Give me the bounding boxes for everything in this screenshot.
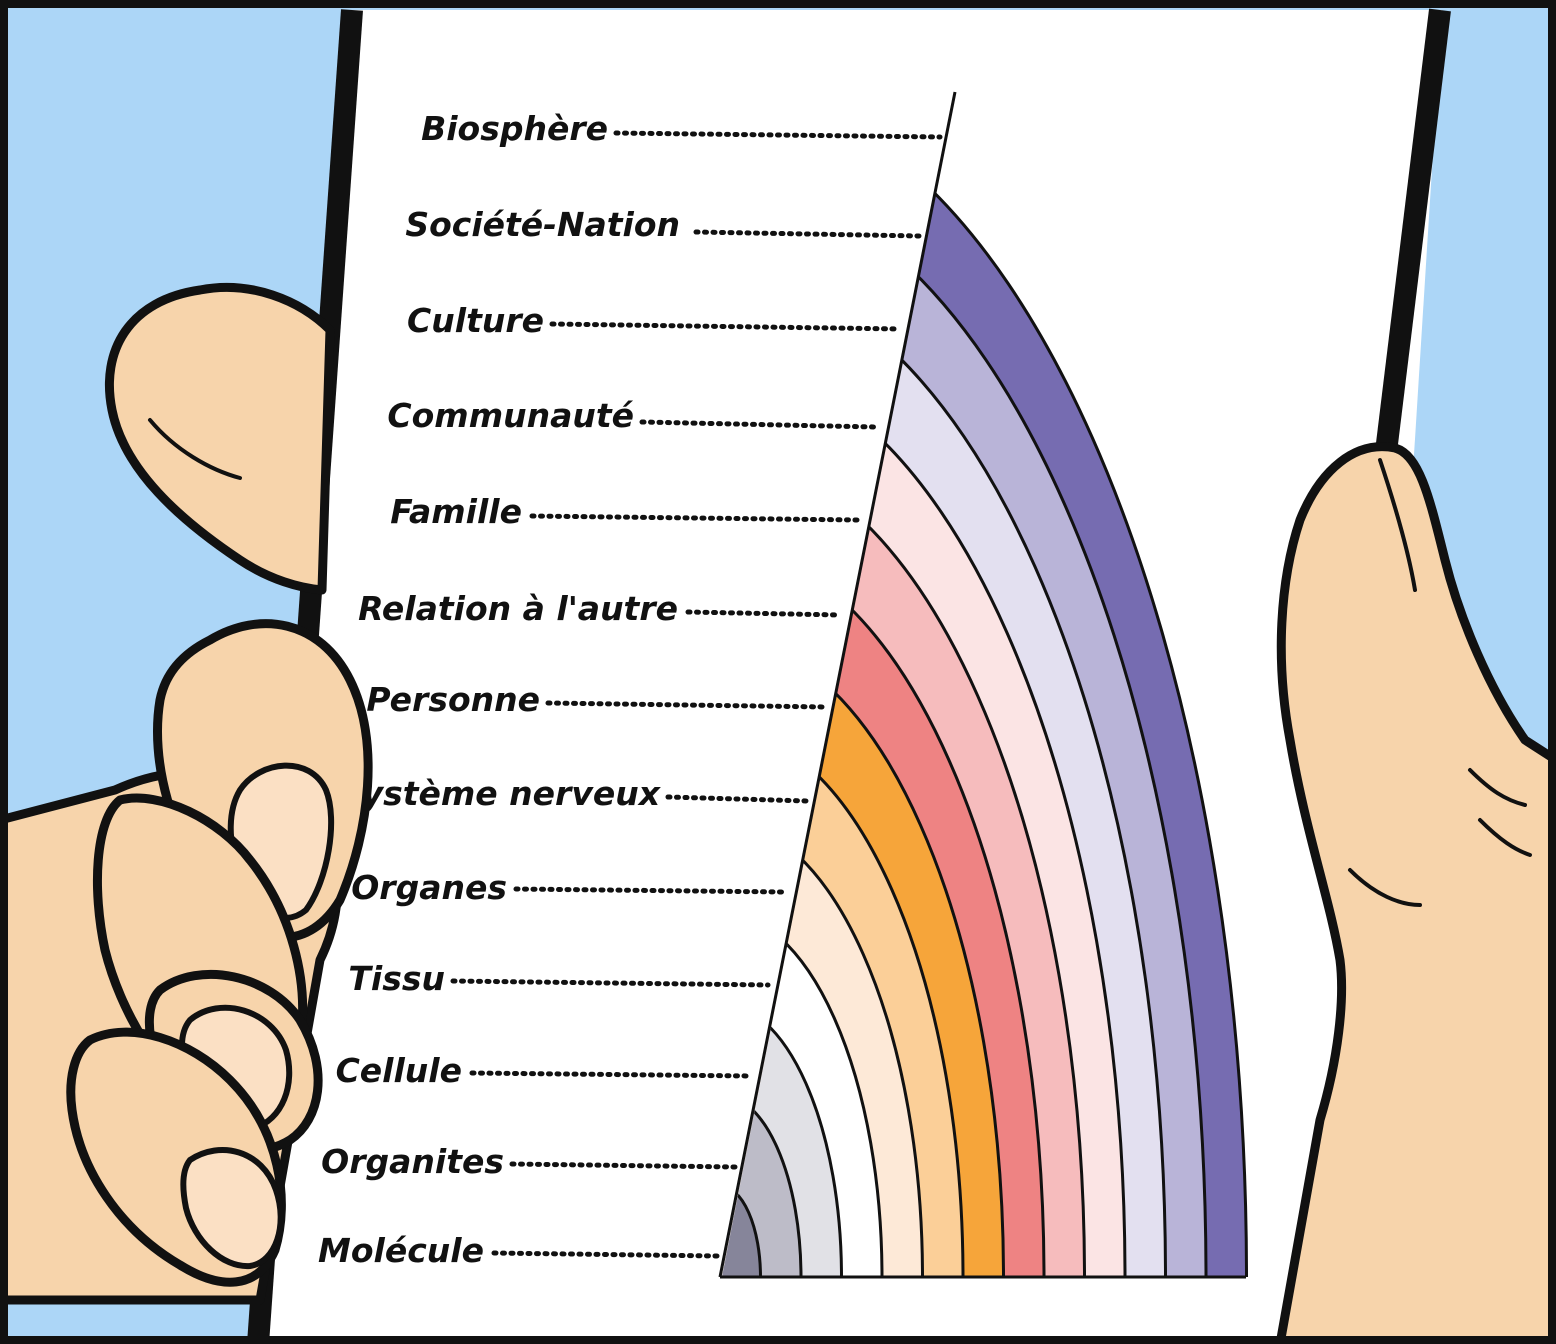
level-label: Biosphère <box>421 109 608 148</box>
leader-line <box>512 1164 735 1167</box>
level-label: Organites <box>321 1142 504 1181</box>
level-label: Tissu <box>348 959 445 998</box>
level-label: Molécule <box>318 1231 484 1270</box>
level-label: Culture <box>407 301 544 340</box>
level-label: Personne <box>366 680 540 719</box>
level-label: Société-Nation <box>405 205 680 244</box>
level-label: Organes <box>351 868 507 907</box>
level-label: Relation à l'autre <box>358 589 678 628</box>
level-label: Communauté <box>387 396 634 435</box>
level-label: Famille <box>390 492 522 531</box>
level-label: Système nerveux <box>338 774 662 813</box>
level-label: Cellule <box>336 1051 462 1090</box>
